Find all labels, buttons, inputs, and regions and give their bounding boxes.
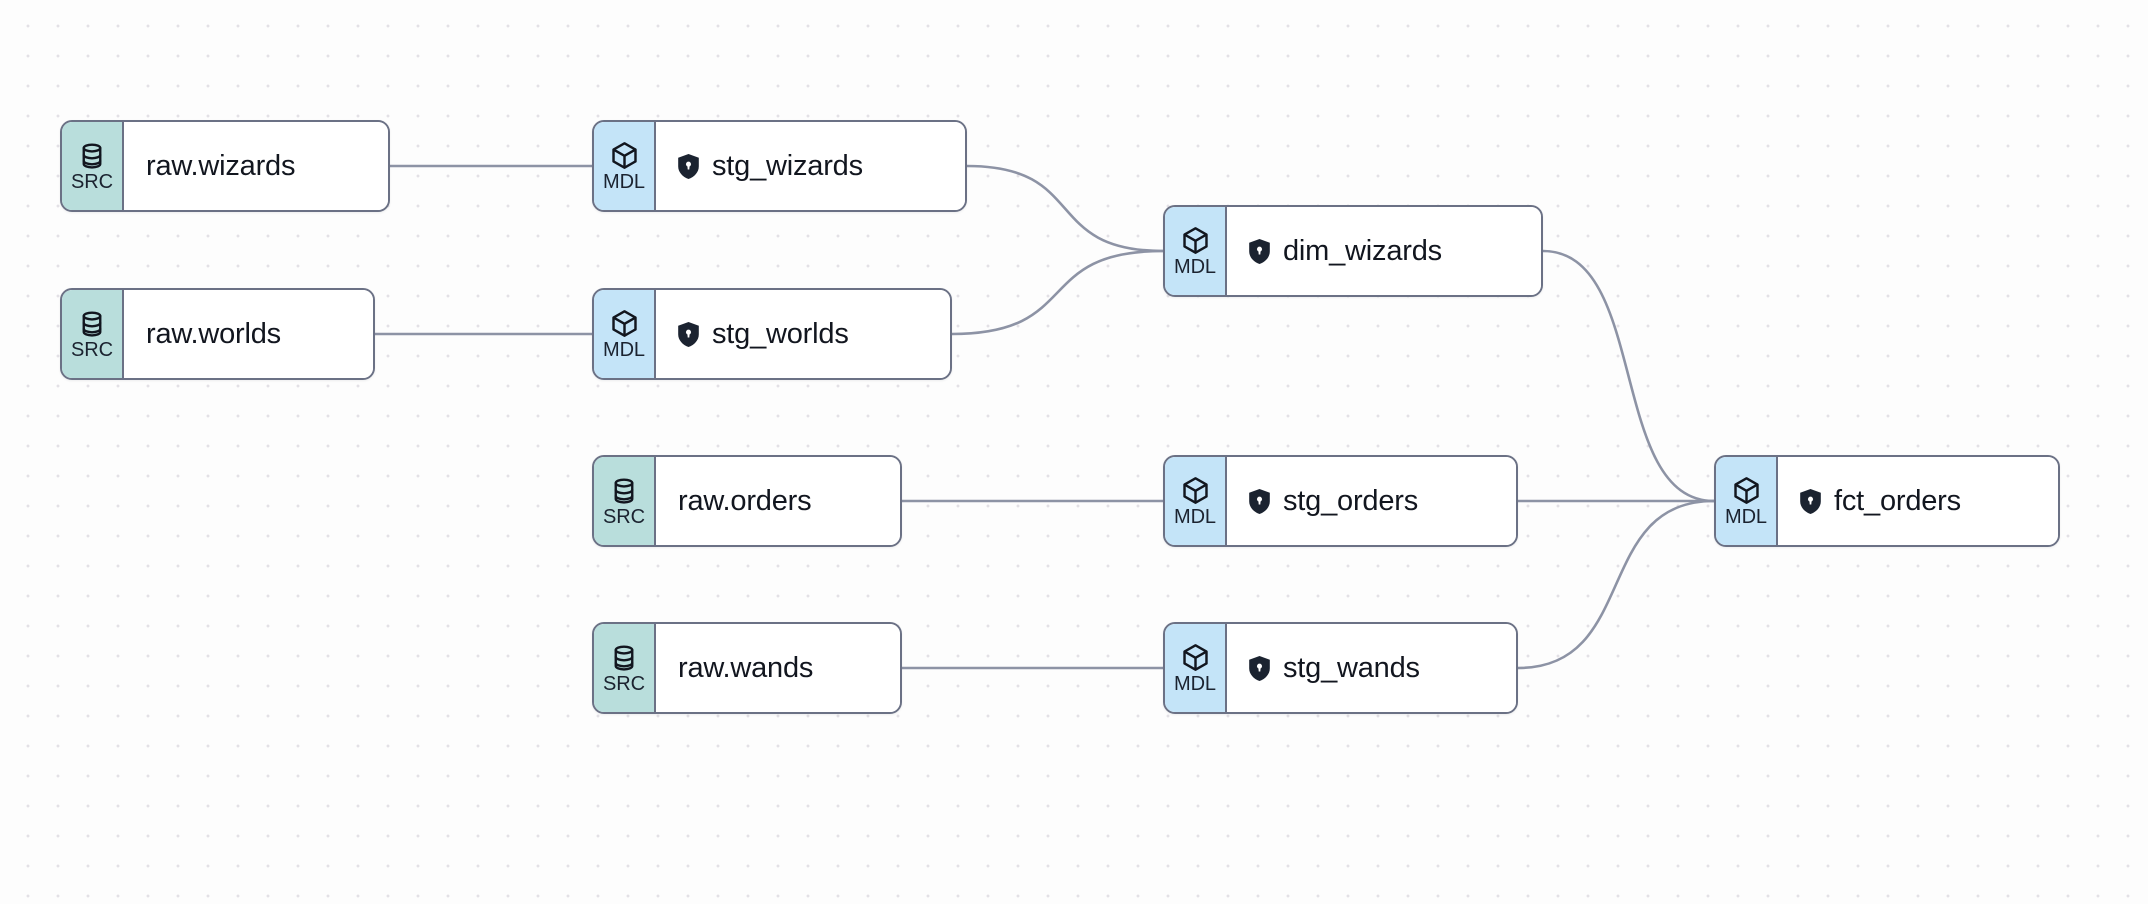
badge-label: MDL bbox=[1725, 506, 1767, 528]
badge-label: SRC bbox=[71, 338, 113, 361]
database-icon bbox=[609, 476, 639, 506]
node-stg_wands[interactable]: MDL stg_wands bbox=[1163, 622, 1518, 714]
node-label: raw.worlds bbox=[146, 317, 281, 350]
badge-label: SRC bbox=[603, 505, 645, 528]
node-body: stg_worlds bbox=[656, 290, 950, 378]
edge-stg_wizards-to-dim_wizards bbox=[965, 164, 1165, 253]
node-body: raw.worlds bbox=[124, 290, 373, 378]
node-body: stg_orders bbox=[1227, 457, 1516, 545]
edge-stg_worlds-to-dim_wizards bbox=[950, 249, 1165, 336]
node-type-badge-src: SRC bbox=[62, 122, 124, 210]
node-type-badge-mdl: MDL bbox=[594, 290, 656, 378]
node-body: raw.wizards bbox=[124, 122, 388, 210]
node-type-badge-mdl: MDL bbox=[594, 122, 656, 210]
database-icon bbox=[609, 643, 639, 673]
node-type-badge-src: SRC bbox=[62, 290, 124, 378]
node-raw_worlds[interactable]: SRC raw.worlds bbox=[60, 288, 375, 380]
node-raw_orders[interactable]: SRC raw.orders bbox=[592, 455, 902, 547]
cube-icon bbox=[1180, 225, 1211, 256]
edge-stg_wands-to-fct_orders bbox=[1516, 499, 1716, 670]
badge-label: MDL bbox=[603, 339, 645, 361]
node-stg_worlds[interactable]: MDL stg_worlds bbox=[592, 288, 952, 380]
node-body: dim_wizards bbox=[1227, 207, 1541, 295]
node-label: dim_wizards bbox=[1283, 234, 1442, 267]
node-label: raw.wizards bbox=[146, 149, 296, 182]
node-body: raw.wands bbox=[656, 624, 900, 712]
cube-icon bbox=[609, 308, 640, 339]
node-label: stg_orders bbox=[1283, 484, 1419, 517]
shield-lock-icon bbox=[1247, 655, 1272, 682]
node-dim_wizards[interactable]: MDL dim_wizards bbox=[1163, 205, 1543, 297]
node-label: fct_orders bbox=[1834, 484, 1961, 517]
edge-dim_wizards-to-fct_orders bbox=[1541, 249, 1716, 503]
node-type-badge-src: SRC bbox=[594, 624, 656, 712]
node-type-badge-mdl: MDL bbox=[1165, 624, 1227, 712]
node-label: raw.wands bbox=[678, 651, 814, 684]
node-type-badge-mdl: MDL bbox=[1716, 457, 1778, 545]
node-type-badge-src: SRC bbox=[594, 457, 656, 545]
node-label: stg_wizards bbox=[712, 149, 863, 182]
node-body: fct_orders bbox=[1778, 457, 2058, 545]
database-icon bbox=[77, 309, 107, 339]
cube-icon bbox=[1180, 475, 1211, 506]
shield-lock-icon bbox=[1798, 488, 1823, 515]
badge-label: SRC bbox=[71, 170, 113, 193]
shield-lock-icon bbox=[676, 153, 701, 180]
cube-icon bbox=[1180, 642, 1211, 673]
badge-label: SRC bbox=[603, 672, 645, 695]
badge-label: MDL bbox=[1174, 673, 1216, 695]
node-type-badge-mdl: MDL bbox=[1165, 457, 1227, 545]
node-stg_orders[interactable]: MDL stg_orders bbox=[1163, 455, 1518, 547]
cube-icon bbox=[609, 140, 640, 171]
node-fct_orders[interactable]: MDL fct_orders bbox=[1714, 455, 2060, 547]
node-label: stg_wands bbox=[1283, 651, 1420, 684]
badge-label: MDL bbox=[1174, 256, 1216, 278]
node-type-badge-mdl: MDL bbox=[1165, 207, 1227, 295]
node-body: raw.orders bbox=[656, 457, 900, 545]
shield-lock-icon bbox=[1247, 238, 1272, 265]
node-body: stg_wizards bbox=[656, 122, 965, 210]
shield-lock-icon bbox=[1247, 488, 1272, 515]
node-stg_wizards[interactable]: MDL stg_wizards bbox=[592, 120, 967, 212]
node-label: stg_worlds bbox=[712, 317, 849, 350]
node-raw_wands[interactable]: SRC raw.wands bbox=[592, 622, 902, 714]
badge-label: MDL bbox=[603, 171, 645, 193]
node-body: stg_wands bbox=[1227, 624, 1516, 712]
node-raw_wizards[interactable]: SRC raw.wizards bbox=[60, 120, 390, 212]
node-label: raw.orders bbox=[678, 484, 812, 517]
database-icon bbox=[77, 141, 107, 171]
badge-label: MDL bbox=[1174, 506, 1216, 528]
shield-lock-icon bbox=[676, 321, 701, 348]
cube-icon bbox=[1731, 475, 1762, 506]
